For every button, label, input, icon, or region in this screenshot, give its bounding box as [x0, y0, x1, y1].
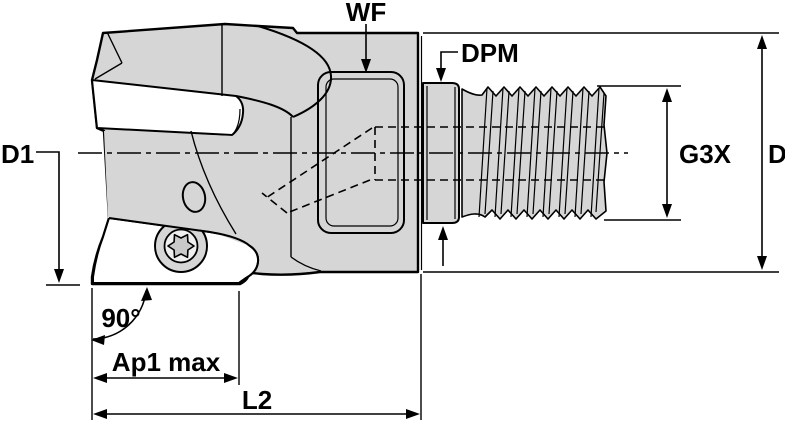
label-g3x: G3X: [679, 139, 732, 169]
dimensions: [36, 24, 779, 420]
label-ap1: Ap1 max: [112, 347, 221, 377]
insert-seat-edge: [108, 217, 260, 284]
bore-hidden-lines: [374, 126, 606, 181]
dimension-dpm: [436, 51, 458, 266]
label-angle: 90°: [101, 303, 140, 333]
coolant-channel-hidden-lines: [261, 127, 373, 214]
dimension-d1: [36, 151, 80, 286]
dimension-ap1: [91, 288, 240, 420]
label-d: D: [768, 139, 785, 169]
dimension-wf: [361, 24, 371, 73]
label-wf: WF: [346, 0, 386, 27]
head-chamfer-edges: [94, 31, 123, 80]
flute-shoulder-lobe: [235, 25, 333, 118]
dimension-l2: [93, 274, 422, 420]
coolant-hole: [181, 181, 207, 213]
flute-tip-detail: [231, 108, 241, 136]
torx-star-icon: [167, 233, 195, 259]
label-dpm: DPM: [461, 38, 519, 68]
dimension-d: [423, 32, 779, 273]
label-d1: D1: [1, 139, 34, 169]
hidden-lines: [78, 126, 628, 214]
dimension-g3x: [597, 85, 681, 221]
dimension-angle: [91, 287, 152, 345]
tool-body: [90, 22, 608, 286]
flute-diagonal-edge: [190, 130, 237, 235]
neck-shading-lines: [426, 86, 456, 220]
label-l2: L2: [242, 385, 272, 415]
head-back-edge: [290, 117, 322, 272]
torx-screw: [154, 219, 208, 273]
